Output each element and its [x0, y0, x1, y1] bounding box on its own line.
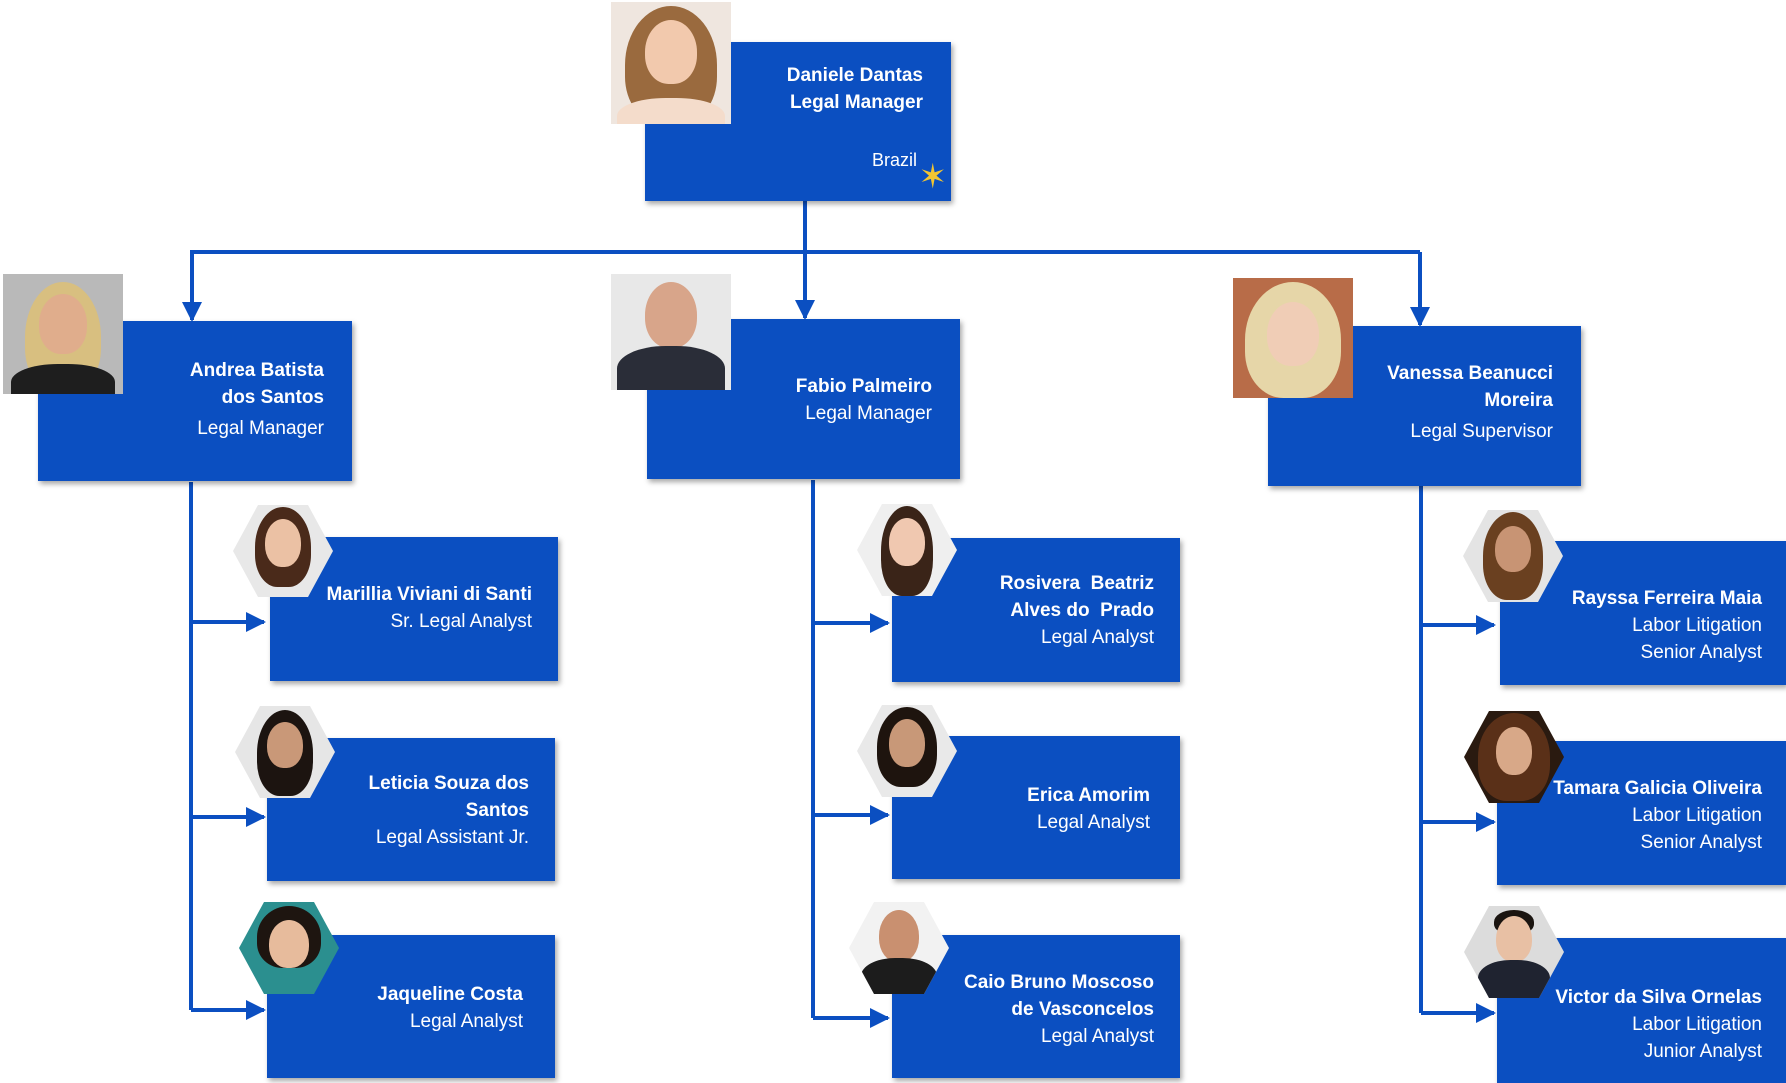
person-name-line2: de Vasconcelos: [1011, 999, 1154, 1020]
person-role: Legal Analyst: [409, 1011, 523, 1032]
person-role-line2: Senior Analyst: [1640, 642, 1762, 663]
person-name: Daniele Dantas: [786, 65, 923, 86]
photo-rosivera-beatriz: [857, 504, 957, 596]
photo-daniele-dantas: [611, 2, 731, 124]
photo-caio-bruno: [849, 902, 949, 994]
person-role: Legal Manager: [197, 418, 324, 439]
person-name: Fabio Palmeiro: [795, 376, 932, 397]
card-vanessa-beanucci: Vanessa Beanucci Moreira Legal Superviso…: [1268, 326, 1581, 486]
photo-andrea-batista: [3, 274, 123, 394]
star-icon: ✶: [918, 158, 948, 196]
person-name: Marillia Viviani di Santi: [326, 584, 532, 605]
person-role-line2: Junior Analyst: [1643, 1041, 1762, 1062]
person-role-line1: Labor Litigation: [1632, 1014, 1762, 1035]
photo-erica-amorim: [857, 705, 957, 797]
person-role-line1: Labor Litigation: [1632, 615, 1762, 636]
person-name-line1: Andrea Batista: [189, 360, 324, 381]
photo-fabio-palmeiro: [611, 274, 731, 390]
person-name: Jaqueline Costa: [377, 984, 523, 1005]
person-name: Erica Amorim: [1027, 785, 1150, 806]
country-label: Brazil: [871, 150, 917, 170]
card-caio-bruno: Caio Bruno Moscoso de Vasconcelos Legal …: [892, 935, 1180, 1078]
person-role-line2: Senior Analyst: [1640, 832, 1762, 853]
photo-vanessa-beanucci: [1233, 278, 1353, 398]
card-fabio-palmeiro: Fabio Palmeiro Legal Manager: [647, 319, 960, 479]
person-role: Legal Manager: [789, 92, 923, 113]
person-role: Sr. Legal Analyst: [390, 611, 532, 632]
person-name-line2: Santos: [465, 800, 529, 821]
card-leticia-souza: Leticia Souza dos Santos Legal Assistant…: [267, 738, 555, 881]
person-name-line1: Rosivera Beatriz: [999, 573, 1154, 594]
person-role: Legal Analyst: [1036, 812, 1150, 833]
person-role: Legal Supervisor: [1410, 421, 1553, 442]
person-role: Legal Manager: [805, 403, 932, 424]
person-name-line2: dos Santos: [221, 387, 324, 408]
person-name: Tamara Galicia Oliveira: [1553, 778, 1762, 799]
person-role: Legal Analyst: [1040, 1026, 1154, 1047]
person-role: Legal Analyst: [1040, 627, 1154, 648]
person-role: Legal Assistant Jr.: [375, 827, 529, 848]
person-name-line1: Vanessa Beanucci: [1387, 363, 1553, 384]
person-name-line1: Caio Bruno Moscoso: [963, 972, 1154, 993]
person-role-line1: Labor Litigation: [1632, 805, 1762, 826]
person-name-line2: Alves do Prado: [1010, 600, 1154, 621]
person-name-line1: Leticia Souza dos: [368, 773, 529, 794]
person-name: Rayssa Ferreira Maia: [1571, 588, 1762, 609]
person-name: Victor da Silva Ornelas: [1555, 987, 1762, 1008]
person-name-line2: Moreira: [1484, 390, 1553, 411]
